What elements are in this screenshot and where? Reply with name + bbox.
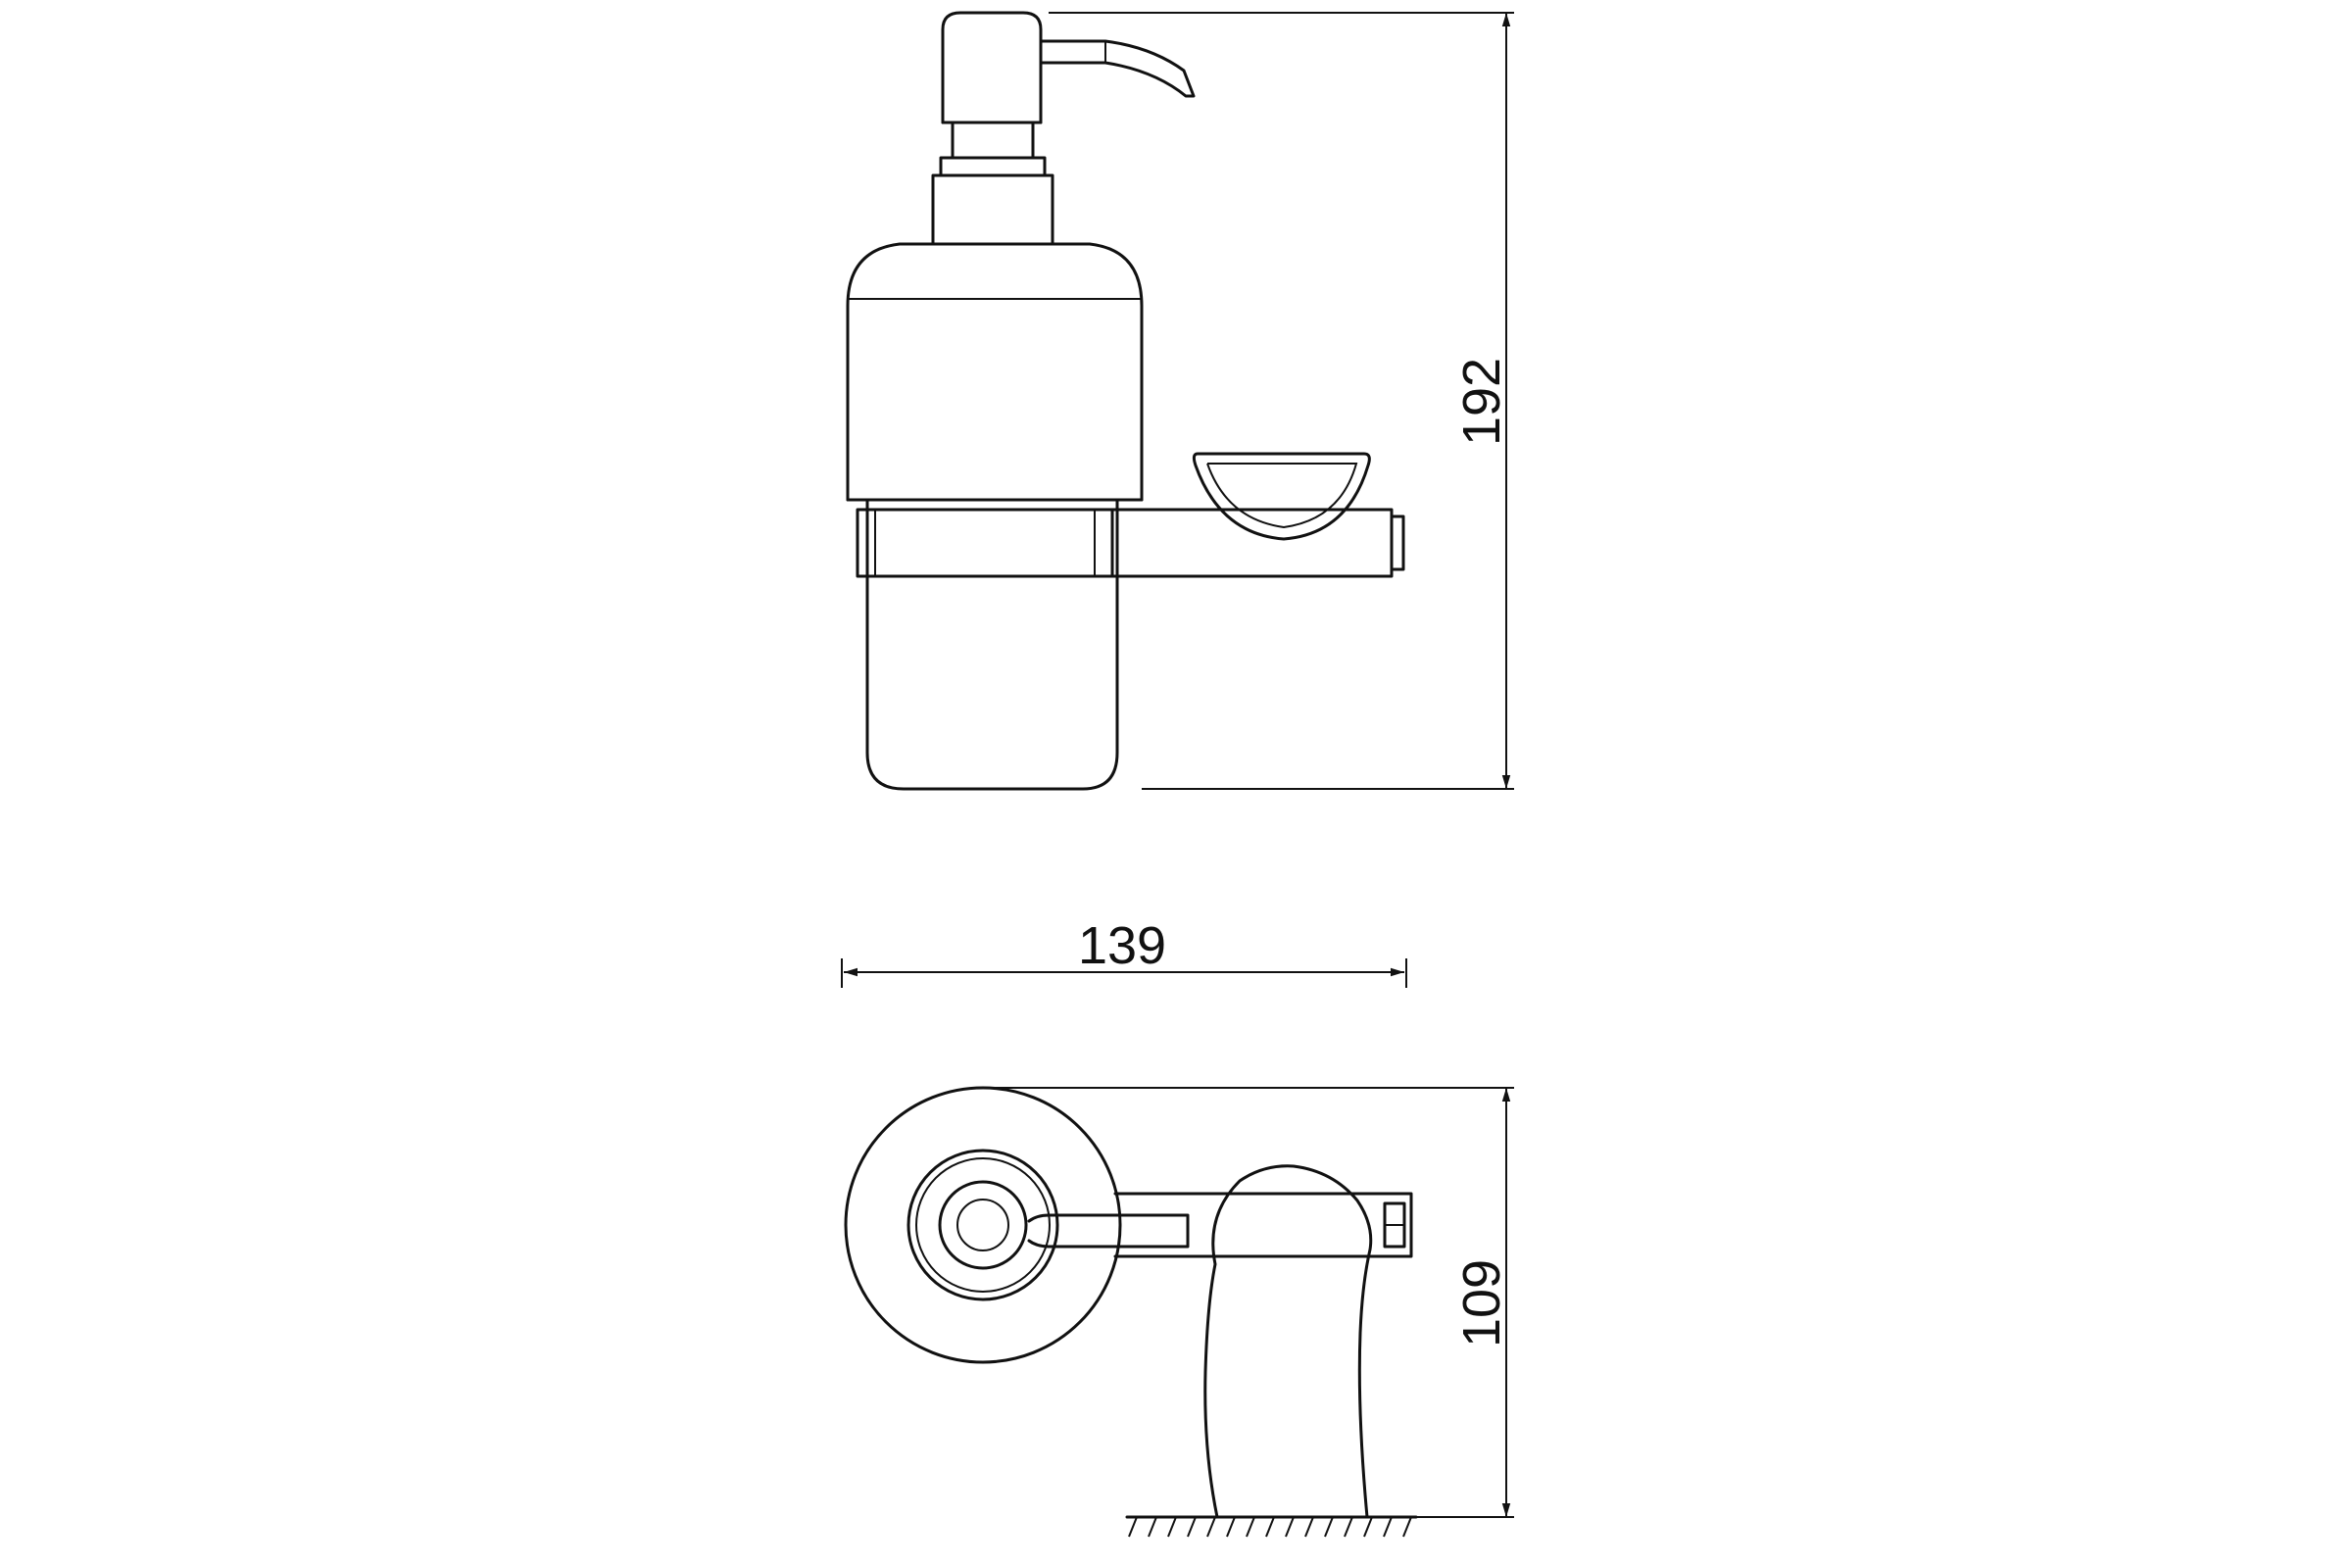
- holder-ring: [856, 508, 1114, 578]
- wall-arm: [1110, 508, 1405, 578]
- pump-stem: [931, 121, 1054, 246]
- bottle: [846, 242, 1144, 791]
- soap-cup: [1192, 452, 1371, 541]
- arm-top: [1113, 1192, 1413, 1258]
- top-view: [844, 1086, 1418, 1538]
- spout-top: [1027, 1213, 1190, 1249]
- pump-head: [941, 11, 1043, 124]
- height-dimension: 192: [1049, 12, 1514, 790]
- bottle-outline: [844, 1086, 1122, 1364]
- height-dimension-label: 192: [1452, 358, 1511, 446]
- depth-dimension: 109: [990, 1087, 1514, 1518]
- wall-bracket: [1203, 1164, 1373, 1519]
- width-dimension: 139: [841, 916, 1407, 988]
- depth-dimension-label: 109: [1452, 1259, 1511, 1348]
- wall-hatch: [1125, 1515, 1418, 1538]
- spout: [1039, 39, 1196, 98]
- side-view: [846, 11, 1405, 791]
- width-dimension-label: 139: [1078, 916, 1166, 975]
- pump-rings: [906, 1149, 1059, 1301]
